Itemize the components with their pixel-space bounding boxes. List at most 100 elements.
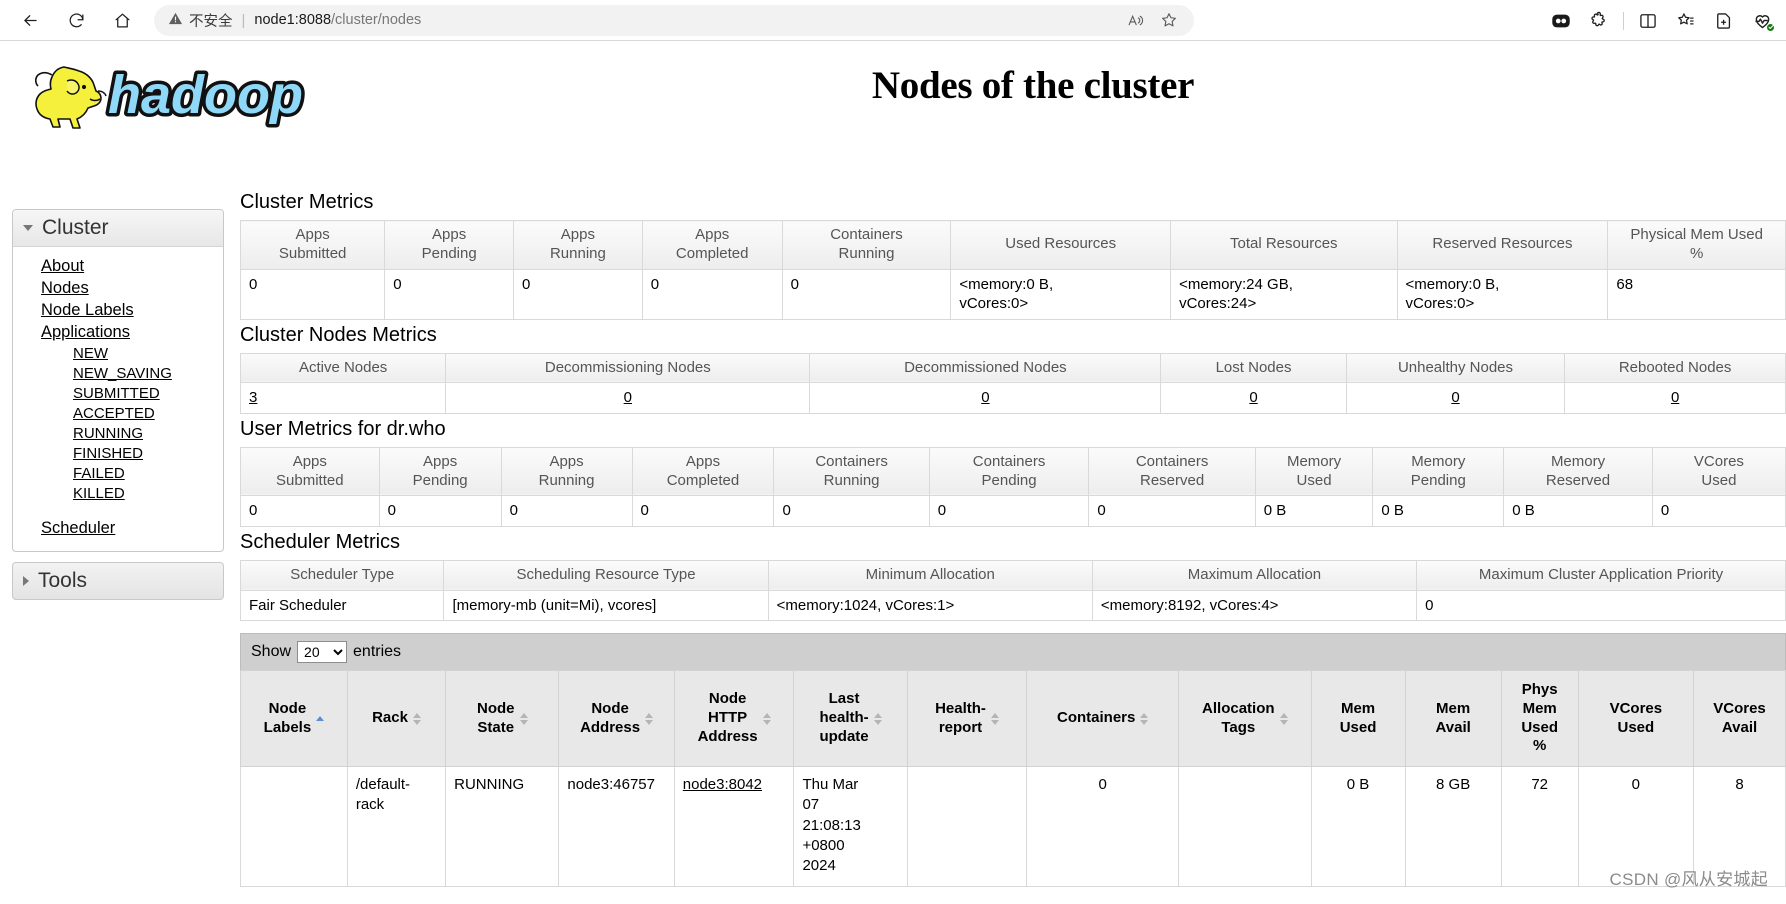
cluster-panel-title: Cluster <box>42 216 109 239</box>
th-phys-mem-used-pct[interactable]: Phys Mem Used % <box>1500 670 1579 767</box>
cell-reserved-resources: <memory:0 B, vCores:0> <box>1396 268 1609 320</box>
th-node-address[interactable]: Node Address <box>558 670 675 767</box>
sidebar-item-failed[interactable]: FAILED <box>73 464 125 482</box>
th-allocation-tags[interactable]: Allocation Tags <box>1178 670 1312 767</box>
sidebar-item-new-saving[interactable]: NEW_SAVING <box>73 364 172 382</box>
th-vcores-avail[interactable]: VCores Avail <box>1693 670 1786 767</box>
link-unhealthy-nodes[interactable]: 0 <box>1451 389 1460 407</box>
nodes-datatable: Show 20 50 100 entries Node Labels Rac <box>240 633 1786 887</box>
link-lost-nodes[interactable]: 0 <box>1249 389 1258 407</box>
table-header-row: Active Nodes Decommissioning Nodes Decom… <box>239 352 1786 384</box>
toolbar-divider <box>1623 11 1624 30</box>
sidebar-item-killed[interactable]: KILLED <box>73 484 125 502</box>
svg-text:hadoop: hadoop <box>108 65 303 125</box>
cell-lost-nodes[interactable]: 0 <box>1160 382 1347 414</box>
add-to-collections-icon[interactable] <box>1706 5 1742 37</box>
cluster-panel-header[interactable]: Cluster <box>13 210 223 247</box>
cell-decommissioning-nodes[interactable]: 0 <box>445 382 811 414</box>
th-health-report[interactable]: Health- report <box>906 670 1028 767</box>
cell-physical-mem-used-pct: 68 <box>1607 268 1786 320</box>
sidebar-item-applications[interactable]: Applications <box>41 322 130 341</box>
cluster-metrics-table: Apps Submitted Apps Pending Apps Running… <box>239 220 1786 320</box>
reload-button[interactable] <box>56 3 96 37</box>
read-aloud-icon[interactable] <box>1120 6 1150 34</box>
th-user-memory-reserved: Memory Reserved <box>1503 446 1653 497</box>
sidebar-item-nodes[interactable]: Nodes <box>41 278 89 297</box>
th-rebooted-nodes: Rebooted Nodes <box>1564 352 1786 384</box>
cell-unhealthy-nodes[interactable]: 0 <box>1345 382 1566 414</box>
th-last-health-update[interactable]: Last health- update <box>793 670 908 767</box>
security-warning[interactable]: 不安全 <box>168 10 233 31</box>
sidebar-item-scheduler[interactable]: Scheduler <box>41 518 116 537</box>
th-node-labels[interactable]: Node Labels <box>240 670 348 767</box>
th-vcores-used[interactable]: VCores Used <box>1577 670 1695 767</box>
th-containers-running: Containers Running <box>781 220 952 270</box>
address-bar[interactable]: 不安全 | node1:8088/cluster/nodes <box>154 4 1194 36</box>
split-screen-icon[interactable] <box>1630 5 1666 37</box>
main-content: Cluster Metrics Apps Submitted Apps Pend… <box>239 191 1786 887</box>
url-text: node1:8088/cluster/nodes <box>254 12 421 28</box>
page-size-select[interactable]: 20 50 100 <box>297 641 348 663</box>
sidebar-item-running[interactable]: RUNNING <box>73 424 143 442</box>
sidebar-item-new[interactable]: NEW <box>73 344 108 362</box>
table-row: 0 0 0 0 0 0 0 0 B 0 B 0 B 0 <box>240 495 1786 527</box>
cell-active-nodes[interactable]: 3 <box>239 382 447 414</box>
sort-icon <box>990 712 999 725</box>
back-button[interactable] <box>10 3 50 37</box>
cell-decommissioned-nodes[interactable]: 0 <box>809 382 1162 414</box>
link-decommissioned-nodes[interactable]: 0 <box>981 389 990 407</box>
cell-user-memory-pending: 0 B <box>1372 495 1505 527</box>
sidebar-item-about[interactable]: About <box>41 256 85 275</box>
th-label: Containers <box>1057 709 1136 727</box>
cell-vcores-used: 0 <box>1577 766 1695 887</box>
collections-favorites-icon[interactable] <box>1668 5 1704 37</box>
table-row[interactable]: /default-rack RUNNING node3:46757 node3:… <box>240 766 1786 887</box>
cell-max-cluster-app-priority: 0 <box>1416 589 1786 621</box>
svg-text:hadoop: hadoop <box>108 65 303 125</box>
link-active-nodes[interactable]: 3 <box>249 389 258 407</box>
th-lost-nodes: Lost Nodes <box>1160 352 1347 384</box>
cell-user-containers-reserved: 0 <box>1088 495 1256 527</box>
sidebar-item-finished[interactable]: FINISHED <box>73 444 144 462</box>
th-scheduling-resource-type: Scheduling Resource Type <box>443 559 769 591</box>
sort-icon <box>762 712 771 725</box>
th-containers[interactable]: Containers <box>1026 670 1180 767</box>
th-rack[interactable]: Rack <box>346 670 447 767</box>
favorite-star-icon[interactable] <box>1154 6 1184 34</box>
th-user-containers-pending: Containers Pending <box>928 446 1090 497</box>
cell-node-http-address[interactable]: node3:8042 <box>673 766 795 887</box>
sidebar-item-submitted[interactable]: SUBMITTED <box>73 384 160 402</box>
link-node-http-address[interactable]: node3:8042 <box>682 776 763 793</box>
th-decommissioning-nodes: Decommissioning Nodes <box>445 352 811 384</box>
cell-user-memory-used: 0 B <box>1254 495 1374 527</box>
th-node-http-address[interactable]: Node HTTP Address <box>673 670 795 767</box>
th-user-apps-running: Apps Running <box>500 446 633 497</box>
extensions-puzzle-icon[interactable] <box>1581 5 1617 37</box>
th-node-state[interactable]: Node State <box>445 670 560 767</box>
copilot-icon[interactable] <box>1543 5 1579 37</box>
home-button[interactable] <box>102 3 142 37</box>
tools-panel-header[interactable]: Tools <box>12 562 224 600</box>
cell-containers-running: 0 <box>781 268 952 320</box>
th-label: Phys Mem Used % <box>1521 681 1559 755</box>
th-user-memory-pending: Memory Pending <box>1372 446 1505 497</box>
cell-mem-avail: 8 GB <box>1404 766 1502 887</box>
url-host: node1:8088 <box>254 12 332 28</box>
sort-icon <box>1140 712 1149 725</box>
th-mem-avail[interactable]: Mem Avail <box>1404 670 1502 767</box>
link-rebooted-nodes[interactable]: 0 <box>1670 389 1680 407</box>
table-header-row: Node Labels Rack Node State Node Address… <box>240 670 1786 767</box>
scheduler-metrics-table: Scheduler Type Scheduling Resource Type … <box>239 559 1786 621</box>
th-mem-used[interactable]: Mem Used <box>1310 670 1406 767</box>
cell-allocation-tags <box>1178 766 1312 887</box>
entries-label: entries <box>353 643 402 660</box>
th-minimum-allocation: Minimum Allocation <box>767 559 1093 591</box>
browser-essentials-icon[interactable] <box>1744 5 1780 37</box>
sort-icon <box>873 712 882 725</box>
sidebar-item-accepted[interactable]: ACCEPTED <box>73 404 155 422</box>
sidebar-item-node-labels[interactable]: Node Labels <box>41 300 134 319</box>
th-max-cluster-app-priority: Maximum Cluster Application Priority <box>1416 559 1786 591</box>
link-decommissioning-nodes[interactable]: 0 <box>623 389 632 407</box>
hadoop-logo[interactable]: hadoop hadoop <box>0 41 400 138</box>
cell-rebooted-nodes[interactable]: 0 <box>1564 382 1786 414</box>
